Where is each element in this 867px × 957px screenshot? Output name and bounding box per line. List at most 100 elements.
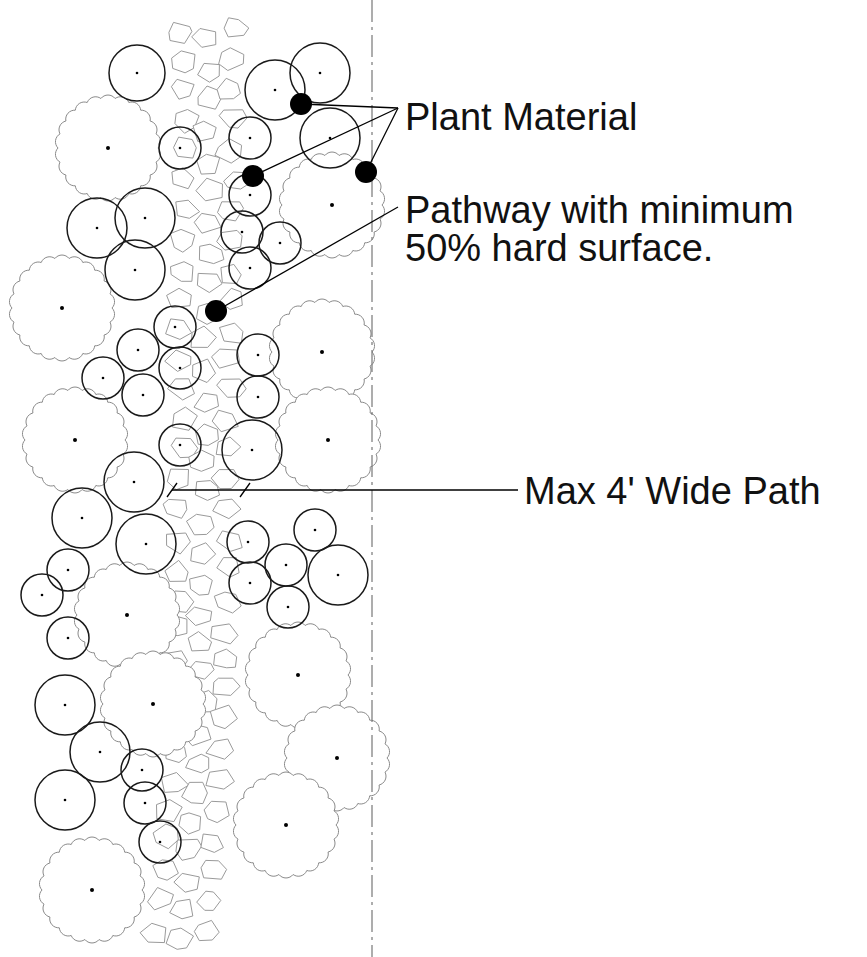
stone bbox=[179, 813, 201, 834]
leader-lines bbox=[167, 104, 518, 497]
shrub bbox=[300, 108, 360, 168]
shrub bbox=[159, 424, 201, 466]
stone bbox=[171, 262, 194, 282]
stone bbox=[190, 575, 213, 595]
tree-canopy bbox=[275, 387, 380, 493]
stone bbox=[211, 470, 239, 489]
tree-canopy bbox=[55, 95, 160, 201]
tree-center bbox=[106, 146, 110, 150]
shrub-center bbox=[285, 564, 288, 567]
stone bbox=[170, 229, 195, 252]
shrub-center bbox=[144, 217, 147, 220]
shrub bbox=[82, 357, 124, 399]
shrub-center bbox=[64, 799, 67, 802]
shrub bbox=[159, 347, 201, 389]
tree-canopy bbox=[74, 562, 179, 668]
shrub bbox=[294, 509, 336, 551]
tree-center bbox=[320, 350, 324, 354]
shrub-center bbox=[137, 349, 140, 352]
stone bbox=[201, 860, 227, 879]
stone bbox=[213, 499, 241, 518]
shrub-center bbox=[249, 194, 252, 197]
stone bbox=[167, 469, 188, 490]
shrub bbox=[35, 770, 95, 830]
stone bbox=[198, 63, 220, 82]
stone bbox=[206, 770, 235, 789]
tree-canopy bbox=[100, 651, 205, 757]
shrub-center bbox=[136, 72, 139, 75]
stone bbox=[194, 393, 219, 412]
stone bbox=[204, 801, 229, 822]
stone bbox=[165, 350, 191, 371]
stone bbox=[182, 782, 208, 803]
shrub bbox=[52, 488, 112, 548]
shrub bbox=[308, 545, 368, 605]
stone bbox=[187, 514, 215, 535]
stone bbox=[172, 168, 194, 189]
shrub-center bbox=[179, 367, 182, 370]
shrub bbox=[47, 617, 89, 659]
shrub-center bbox=[142, 394, 145, 397]
stone bbox=[215, 139, 242, 164]
stone bbox=[191, 326, 216, 347]
tree-center bbox=[125, 613, 129, 617]
shrub-center bbox=[274, 89, 277, 92]
stone bbox=[172, 51, 195, 73]
shrub bbox=[122, 374, 164, 416]
shrub-center bbox=[179, 147, 182, 150]
stone bbox=[192, 29, 216, 48]
shrub-center bbox=[279, 242, 282, 245]
stone bbox=[193, 121, 216, 141]
stone bbox=[193, 359, 216, 383]
shrub-center bbox=[67, 569, 70, 572]
shrub-circles bbox=[21, 43, 368, 863]
shrub-center bbox=[99, 751, 102, 754]
tree-center bbox=[296, 673, 300, 677]
stone bbox=[212, 349, 240, 368]
tree-center bbox=[326, 438, 330, 442]
shrub bbox=[229, 562, 271, 604]
shrub-center bbox=[144, 802, 147, 805]
shrub-center bbox=[174, 326, 177, 329]
shrub bbox=[67, 198, 127, 258]
stone bbox=[186, 754, 209, 773]
stone bbox=[210, 705, 237, 729]
tree-center bbox=[60, 306, 64, 310]
shrub-center bbox=[133, 481, 136, 484]
stone bbox=[219, 48, 244, 71]
shrub bbox=[159, 127, 201, 169]
shrub-center bbox=[102, 377, 105, 380]
stone bbox=[169, 22, 192, 43]
stone bbox=[171, 79, 194, 99]
stone bbox=[194, 920, 219, 940]
stone bbox=[214, 592, 241, 613]
shrub-center bbox=[134, 269, 137, 272]
shrub bbox=[105, 240, 165, 300]
shrub bbox=[115, 188, 175, 248]
shrub bbox=[267, 586, 309, 628]
stone bbox=[197, 891, 221, 910]
shrub-center bbox=[41, 594, 44, 597]
stone bbox=[166, 319, 192, 340]
stone bbox=[140, 923, 166, 942]
shrub-center bbox=[249, 267, 252, 270]
stone bbox=[167, 533, 191, 554]
stone bbox=[174, 137, 197, 158]
tree-center bbox=[151, 702, 155, 706]
stone bbox=[212, 410, 238, 432]
stone bbox=[221, 264, 241, 283]
shrub-center bbox=[257, 354, 260, 357]
tree-center bbox=[90, 888, 94, 892]
shrub bbox=[109, 45, 165, 101]
tree-canopies bbox=[9, 95, 389, 943]
shrub bbox=[116, 514, 176, 574]
shrub-center bbox=[249, 582, 252, 585]
tree-center bbox=[335, 756, 339, 760]
stone bbox=[188, 632, 211, 651]
shrub bbox=[124, 782, 166, 824]
stone bbox=[174, 873, 199, 892]
tree-center bbox=[73, 438, 77, 442]
shrub-center bbox=[81, 517, 84, 520]
property-line bbox=[371, 0, 372, 957]
stone bbox=[224, 18, 249, 37]
